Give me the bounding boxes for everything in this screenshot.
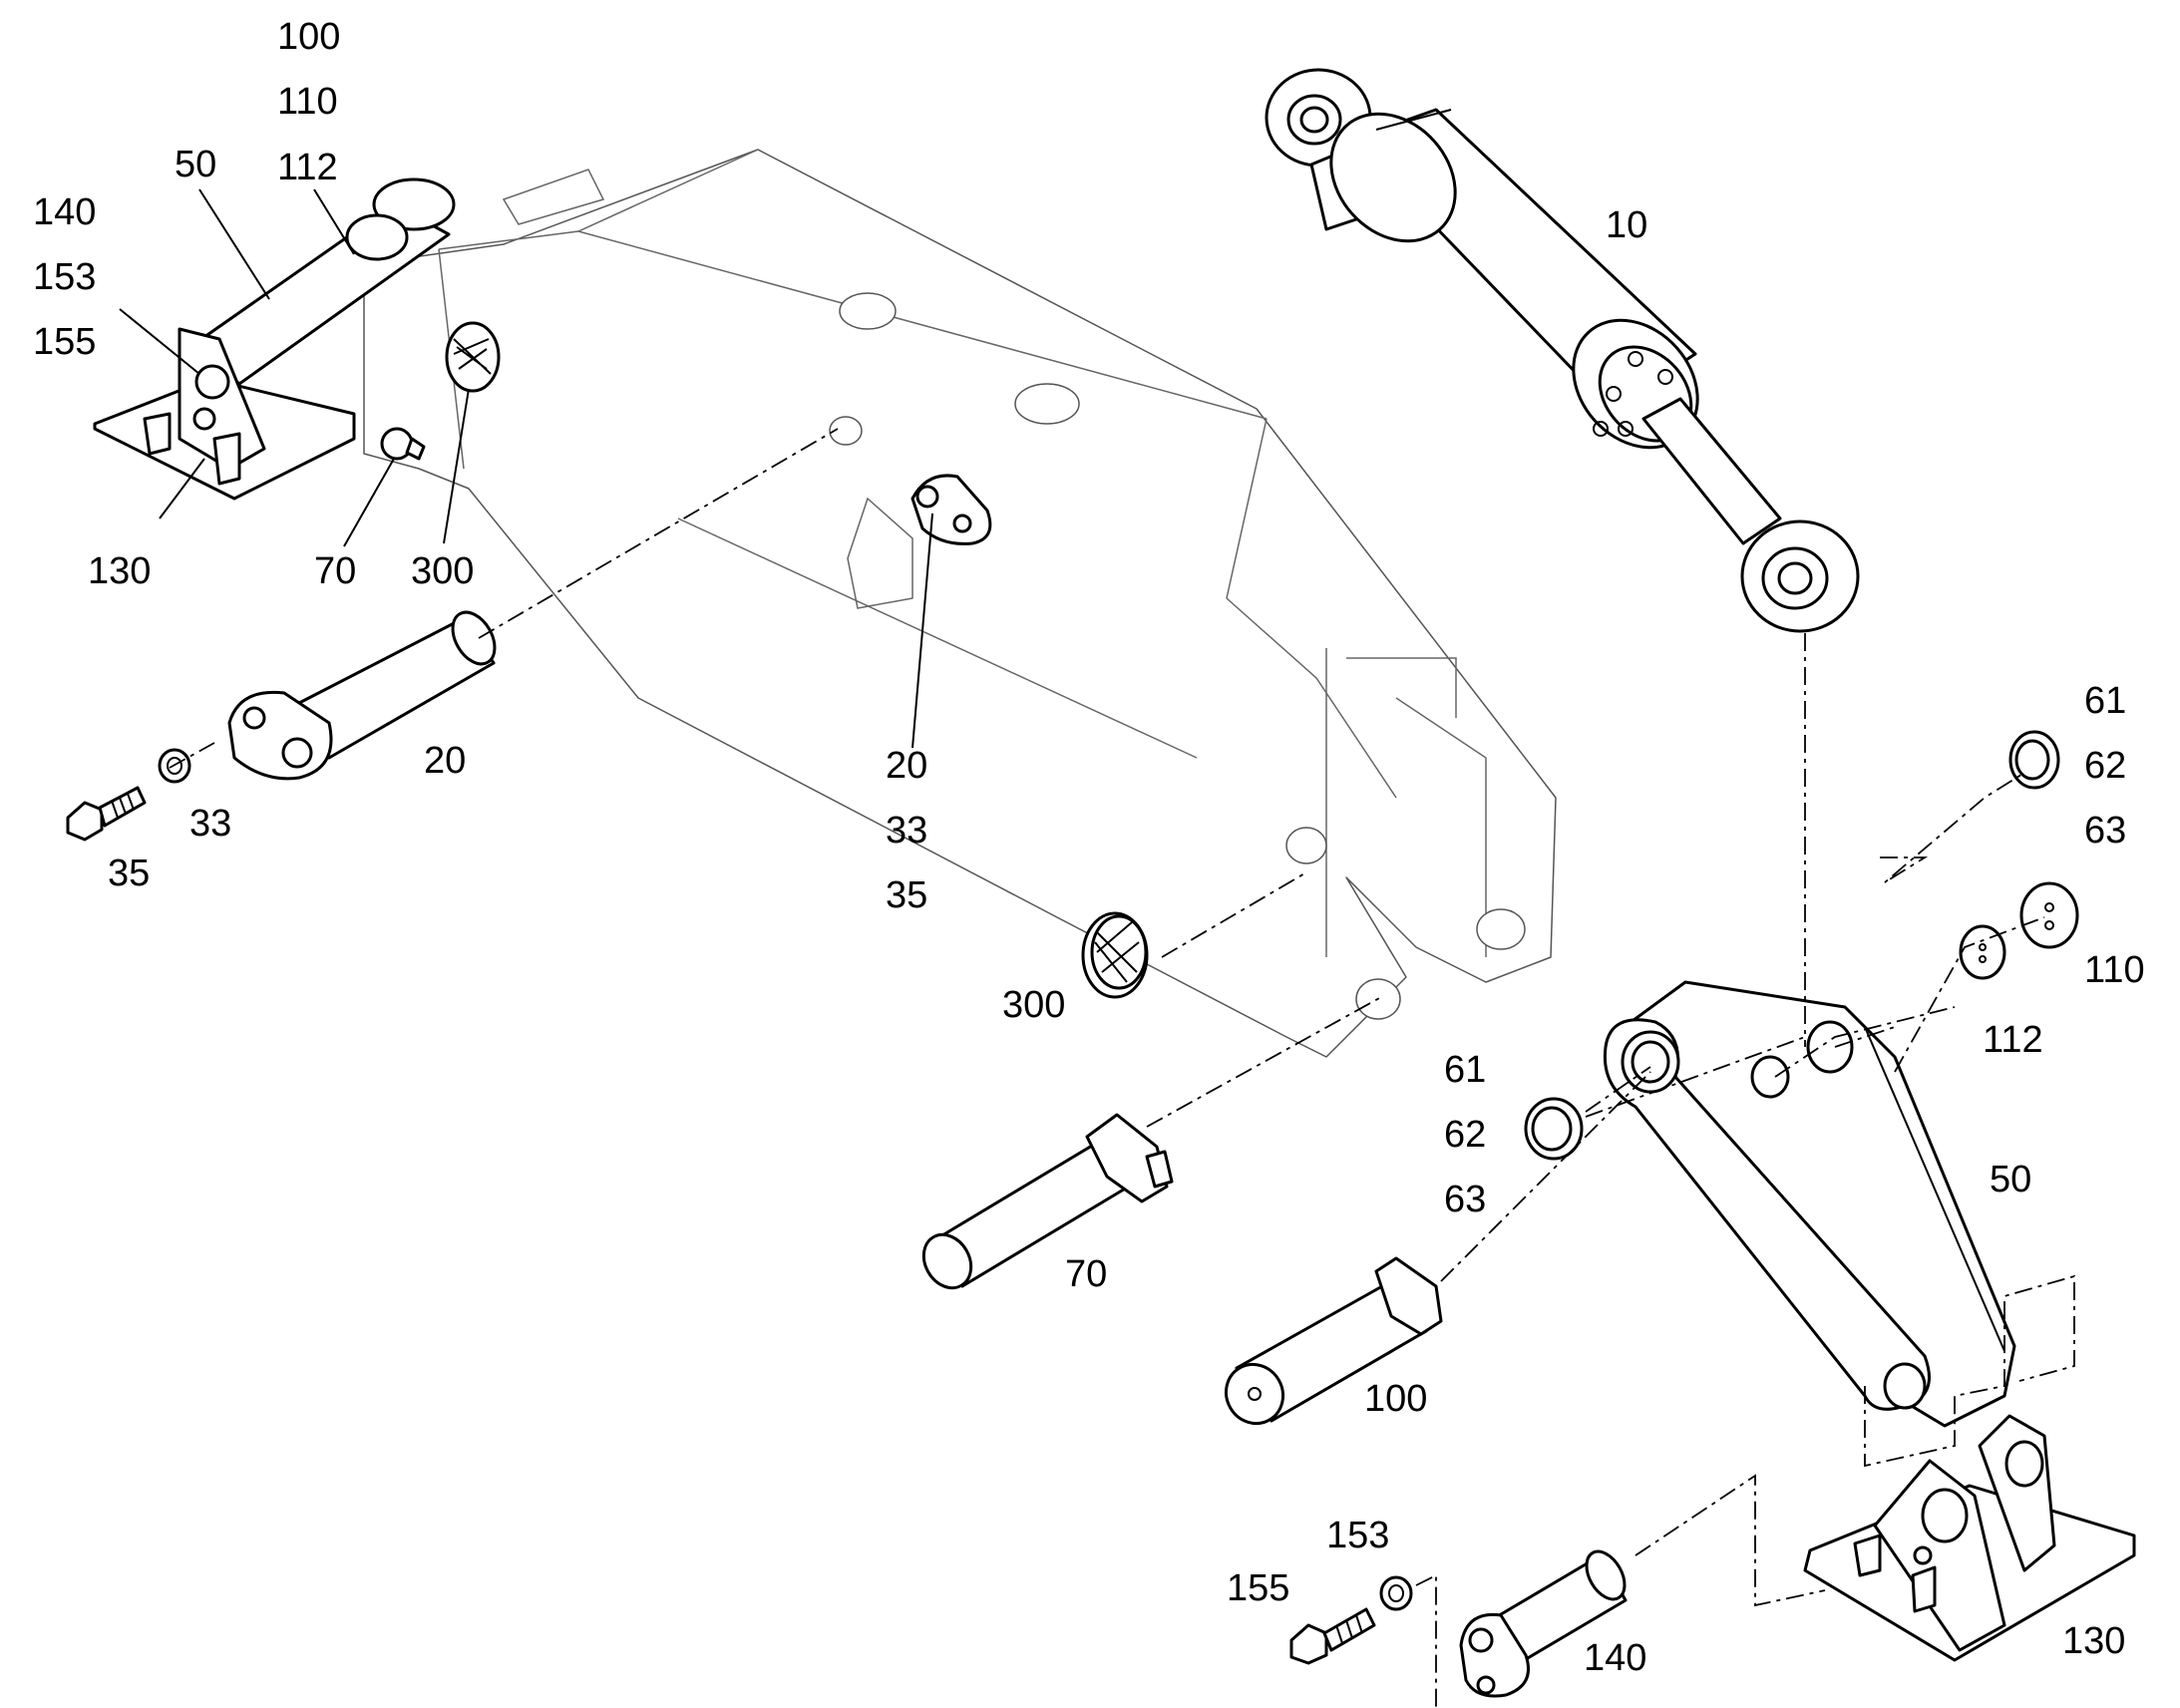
label-155-bot: 155 (1227, 1567, 1289, 1609)
label-50-right: 50 (1990, 1159, 2031, 1200)
label-130-top: 130 (88, 550, 151, 592)
label-62-mid: 62 (1444, 1114, 1486, 1156)
boom-arm (363, 149, 1557, 1058)
label-155-top: 155 (33, 321, 96, 363)
bracket-130 (1803, 1414, 2136, 1662)
label-20-mid: 20 (886, 745, 927, 787)
pin-100 (1224, 1256, 1443, 1426)
label-70-top: 70 (314, 550, 356, 592)
label-20-left: 20 (424, 740, 466, 782)
label-140-top: 140 (33, 191, 96, 233)
label-35-mid: 35 (886, 874, 927, 916)
label-62-right: 62 (2084, 745, 2126, 787)
pin-20-group (66, 610, 497, 842)
label-130-bot: 130 (2062, 1620, 2125, 1662)
center-lines (169, 428, 2075, 1708)
label-63-right: 63 (2084, 810, 2126, 852)
label-112-right: 112 (1983, 1019, 2043, 1061)
label-153-top: 153 (33, 256, 96, 298)
label-61-mid: 61 (1444, 1049, 1486, 1091)
label-100-top: 100 (277, 16, 340, 58)
label-140-bot: 140 (1584, 1637, 1646, 1679)
seal-61-top (2008, 730, 2060, 790)
label-33-mid: 33 (886, 810, 927, 852)
label-100-mid: 100 (1364, 1378, 1427, 1420)
seal-61-mid (1524, 1097, 1584, 1161)
label-300-top: 300 (411, 550, 474, 592)
label-110-top: 110 (277, 81, 338, 123)
label-61-right: 61 (2084, 680, 2126, 722)
plate-110 (2019, 881, 2079, 949)
hydraulic-cylinder (1265, 68, 1860, 633)
label-50-top: 50 (175, 144, 216, 185)
label-110-right: 110 (2084, 949, 2145, 991)
pin-70-mid (921, 1113, 1174, 1290)
label-112-top: 112 (277, 147, 338, 188)
label-300-mid: 300 (1002, 984, 1065, 1026)
label-10: 10 (1606, 204, 1647, 246)
label-153-bot: 153 (1326, 1515, 1389, 1556)
link-50 (1603, 980, 2016, 1428)
label-33-left: 33 (189, 803, 231, 845)
callout-labels: 100 110 112 50 140 153 155 130 70 300 20… (33, 16, 2145, 1679)
cap-300-mid (1081, 911, 1149, 999)
label-35-left: 35 (108, 853, 150, 894)
pin-140-group (1289, 1549, 1628, 1698)
top-left-assembly (93, 177, 501, 501)
label-63-mid: 63 (1444, 1179, 1486, 1220)
label-70-mid: 70 (1065, 1253, 1107, 1295)
plate-112 (1959, 924, 2006, 980)
leader-lines (119, 188, 933, 749)
